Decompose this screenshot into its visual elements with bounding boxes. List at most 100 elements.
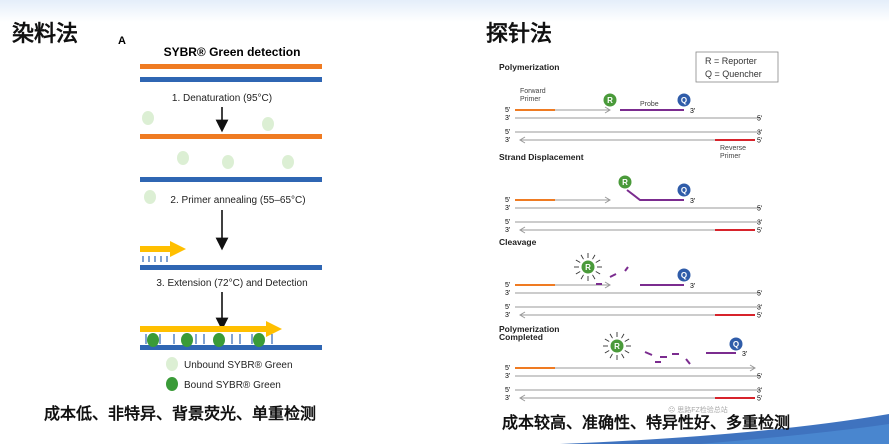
unbound-dye bbox=[282, 155, 294, 169]
reporter-dye bbox=[603, 93, 617, 107]
probe-method-caption: 成本较高、准确性、特异性好、多重检测 bbox=[502, 413, 791, 432]
probe-fragment bbox=[624, 266, 629, 272]
five-prime: 5' bbox=[505, 107, 510, 114]
three-prime: 3' bbox=[505, 115, 510, 122]
five-prime: 5' bbox=[757, 396, 762, 403]
top-gradient-strip bbox=[0, 0, 889, 22]
stage-title: Polymerization bbox=[499, 62, 559, 72]
fluorescence-burst bbox=[609, 333, 613, 339]
five-prime: 5' bbox=[505, 365, 510, 372]
quencher-dye-letter: Q bbox=[681, 96, 687, 105]
legend-bound-swatch bbox=[166, 377, 178, 391]
probe-fragment bbox=[644, 351, 653, 356]
reporter-dye-letter: R bbox=[622, 178, 628, 187]
fluorescence-burst bbox=[595, 259, 601, 263]
extension-arrowhead bbox=[604, 196, 611, 204]
bound-dye bbox=[147, 333, 159, 347]
unbound-dye bbox=[222, 155, 234, 169]
legend-unbound-swatch bbox=[166, 357, 178, 371]
dye-method-caption: 成本低、非特异、背景荧光、单重检测 bbox=[44, 404, 317, 423]
fluorescence-burst bbox=[621, 353, 625, 359]
three-prime: 3' bbox=[505, 137, 510, 144]
reporter-dye-letter: R bbox=[614, 342, 620, 351]
reporter-dye-letter: R bbox=[585, 263, 591, 272]
annealed-template bbox=[140, 265, 322, 270]
step-primer-annealing: 2. Primer annealing (55–65°C) bbox=[170, 195, 305, 206]
three-prime: 3' bbox=[690, 283, 695, 290]
probe-method-title: 探针法 bbox=[486, 21, 553, 47]
fluorescence-burst bbox=[592, 274, 596, 280]
single-strand-bottom bbox=[140, 177, 322, 182]
three-prime: 3' bbox=[505, 312, 510, 319]
bound-dye bbox=[181, 333, 193, 347]
quencher-dye bbox=[729, 337, 743, 351]
legend-reporter: R = Reporter bbox=[705, 56, 757, 66]
extension-arrowhead bbox=[604, 106, 611, 114]
unbound-dye bbox=[142, 111, 154, 125]
fluorescence-burst bbox=[575, 271, 581, 275]
three-prime: 3' bbox=[690, 198, 695, 205]
unbound-dye bbox=[262, 117, 274, 131]
quencher-dye-letter: Q bbox=[681, 271, 687, 280]
watermark: ☹ 思路FZ检验总站 bbox=[668, 405, 728, 414]
extension-bonds bbox=[145, 334, 273, 344]
unbound-dye bbox=[177, 151, 189, 165]
fluorescence-burst bbox=[624, 350, 630, 354]
dye-method-title: 染料法 bbox=[12, 21, 79, 47]
quencher-dye bbox=[677, 268, 691, 282]
quencher-dye bbox=[677, 183, 691, 197]
three-prime: 3' bbox=[757, 388, 762, 395]
stage-title: Strand Displacement bbox=[499, 152, 584, 162]
five-prime: 5' bbox=[505, 219, 510, 226]
probe-label: Probe bbox=[640, 101, 659, 108]
extension-template bbox=[140, 345, 322, 350]
fluorescence-burst bbox=[604, 350, 610, 354]
extended-strand bbox=[140, 321, 282, 337]
five-prime: 5' bbox=[757, 291, 762, 298]
probe-fragment bbox=[685, 358, 691, 365]
fluorescence-burst bbox=[609, 353, 613, 359]
rq-legend-box bbox=[695, 51, 779, 83]
stage-title: Cleavage bbox=[499, 237, 537, 247]
reporter-dye bbox=[618, 175, 632, 189]
sybr-green-diagram: A SYBR® Green detection 1. Denaturation … bbox=[118, 35, 322, 391]
fluorescence-burst bbox=[580, 254, 584, 260]
five-prime: 5' bbox=[757, 313, 762, 320]
three-prime: 3' bbox=[742, 351, 747, 358]
legend-unbound: Unbound SYBR® Green bbox=[184, 360, 293, 371]
three-prime: 3' bbox=[505, 395, 510, 402]
step-extension: 3. Extension (72°C) and Detection bbox=[156, 278, 307, 289]
extension-arrowhead bbox=[604, 281, 611, 289]
fluorescence-burst bbox=[575, 259, 581, 263]
reverse-arrowhead bbox=[519, 311, 526, 319]
five-prime: 5' bbox=[757, 228, 762, 235]
three-prime: 3' bbox=[505, 290, 510, 297]
displaced-probe bbox=[626, 189, 684, 201]
taqman-probe-diagram: R = Reporter Q = Quencher Polymerization… bbox=[499, 51, 779, 414]
reporter-dye bbox=[581, 260, 595, 274]
sybr-heading: SYBR® Green detection bbox=[164, 45, 301, 59]
reporter-dye bbox=[610, 339, 624, 353]
five-prime: 5' bbox=[505, 197, 510, 204]
panel-letter: A bbox=[118, 35, 126, 47]
reverse-arrowhead bbox=[519, 394, 526, 402]
quencher-dye-letter: Q bbox=[681, 186, 687, 195]
fluorescence-burst bbox=[580, 274, 584, 280]
three-prime: 3' bbox=[757, 220, 762, 227]
five-prime: 5' bbox=[757, 138, 762, 145]
fluorescence-burst bbox=[592, 254, 596, 260]
quencher-dye-letter: Q bbox=[733, 340, 739, 349]
three-prime: 3' bbox=[690, 108, 695, 115]
primer-bonds bbox=[142, 256, 168, 262]
reporter-dye-letter: R bbox=[607, 96, 613, 105]
fluorescence-burst bbox=[624, 338, 630, 342]
three-prime: 3' bbox=[505, 205, 510, 212]
fluorescence-burst bbox=[621, 333, 625, 339]
primer-arrow bbox=[140, 241, 186, 257]
quencher-dye bbox=[677, 93, 691, 107]
three-prime: 3' bbox=[757, 130, 762, 137]
five-prime: 5' bbox=[505, 304, 510, 311]
